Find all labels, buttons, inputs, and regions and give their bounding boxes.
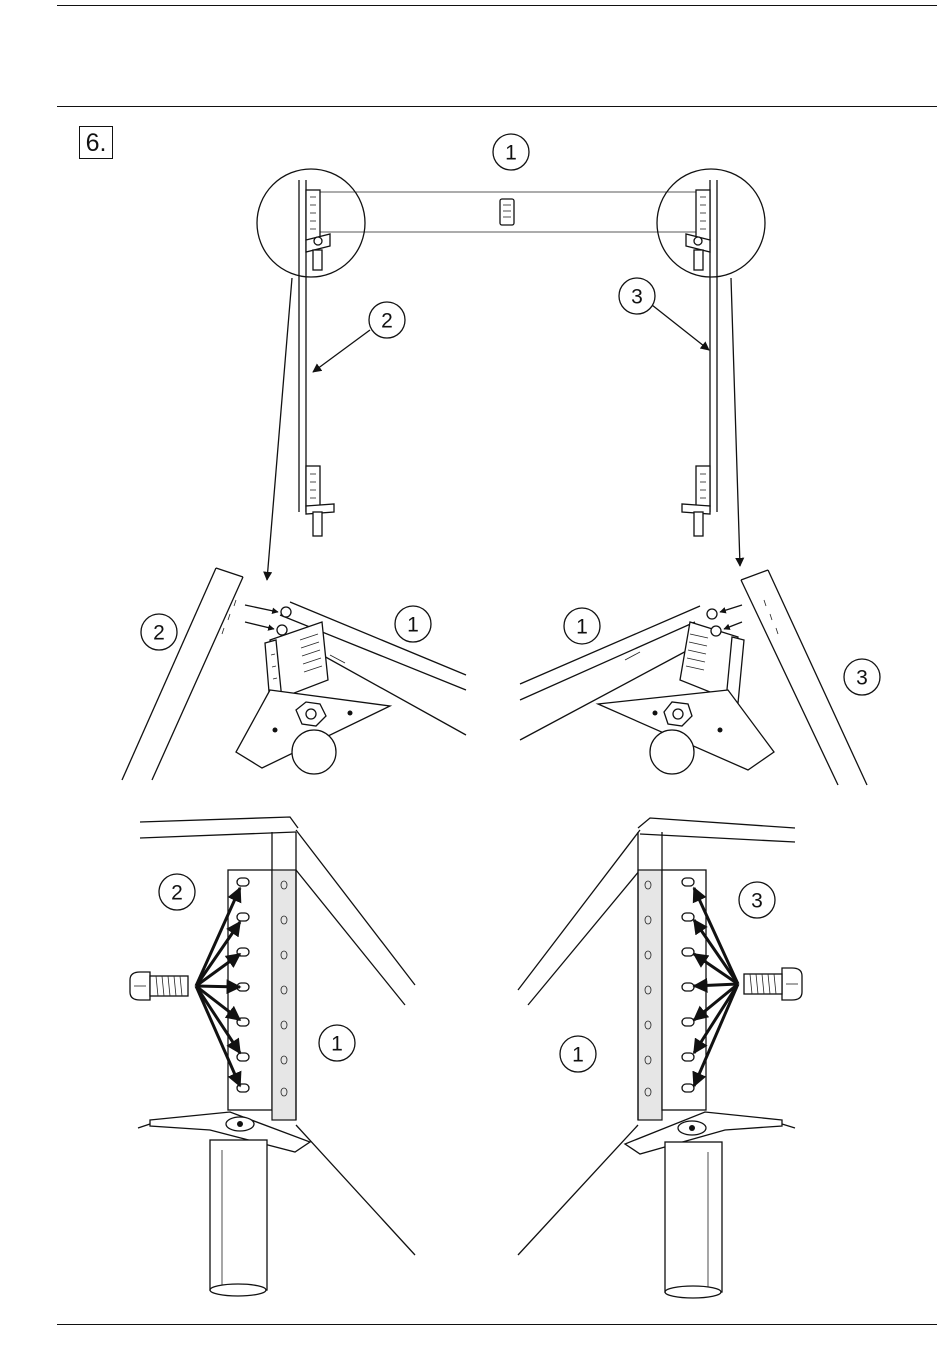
right-corner-detail (520, 570, 867, 785)
callout-right-leg-mid: 3 (844, 659, 880, 695)
callout-left-leg-mid: 2 (141, 614, 177, 650)
left-corner-detail (122, 568, 466, 780)
callout-left-leg-top: 2 (369, 302, 405, 338)
callout-main-frame-bottom-left: 1 (319, 1025, 355, 1061)
svg-text:1: 1 (407, 614, 419, 637)
callout-right-leg-bottom: 3 (739, 882, 775, 918)
callout-main-frame-mid-right: 1 (564, 608, 600, 644)
callout-right-leg-top: 3 (619, 278, 655, 314)
svg-text:1: 1 (331, 1033, 343, 1056)
svg-text:1: 1 (505, 142, 517, 165)
svg-text:3: 3 (751, 890, 763, 913)
screw-icon (744, 968, 802, 1000)
callout-left-leg-bottom: 2 (159, 874, 195, 910)
callout-main-frame-mid-left: 1 (395, 606, 431, 642)
svg-text:1: 1 (572, 1044, 584, 1067)
svg-text:2: 2 (153, 622, 165, 645)
adjustable-foot-icon (665, 1121, 722, 1298)
callout-main-frame-top: 1 (493, 134, 529, 170)
detail-magnifier-icon (657, 169, 765, 277)
adjustable-foot-icon (210, 1117, 267, 1296)
screw-icon (130, 972, 188, 1000)
frame-overview (257, 169, 765, 580)
svg-text:2: 2 (381, 310, 393, 333)
svg-text:1: 1 (576, 616, 588, 639)
svg-text:3: 3 (856, 667, 868, 690)
svg-text:3: 3 (631, 286, 643, 309)
svg-text:2: 2 (171, 882, 183, 905)
callout-main-frame-bottom-right: 1 (560, 1036, 596, 1072)
